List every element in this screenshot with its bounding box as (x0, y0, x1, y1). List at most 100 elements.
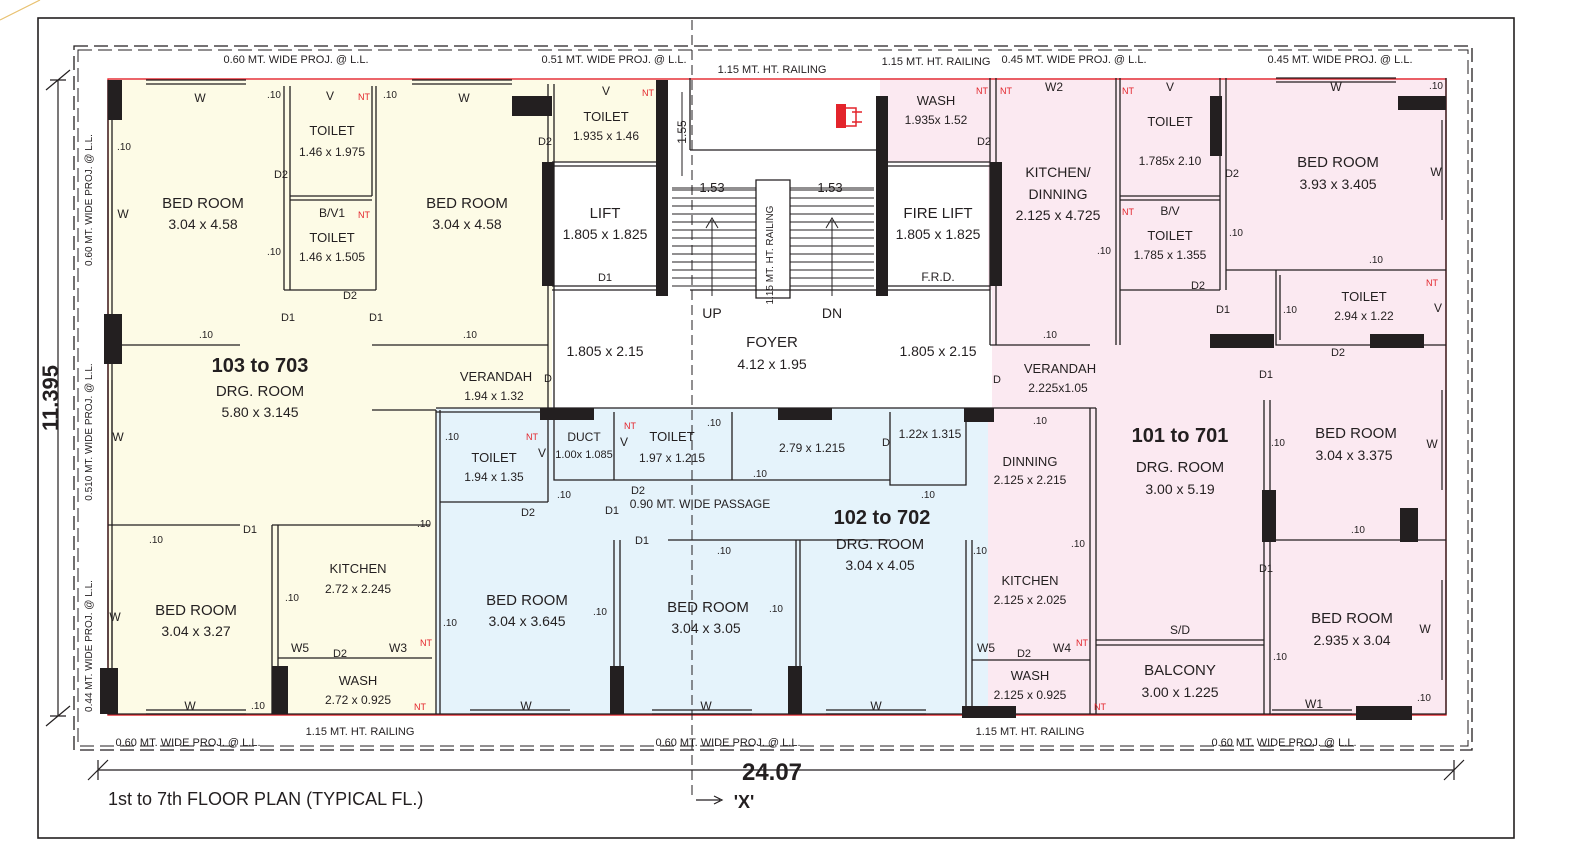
corner-accent (0, 0, 41, 21)
stair-width-1: 1.53 (699, 180, 724, 195)
vent-mark-2: V (602, 84, 610, 98)
flat101-verandah-name: VERANDAH (1024, 361, 1096, 376)
wall-mark-26: .10 (1429, 81, 1443, 92)
wall-mark-9: .10 (285, 593, 299, 604)
nt-mark-1: NT (358, 92, 370, 102)
door-mark-3: D2 (538, 136, 552, 148)
railing-bottom-right: 1.15 MT. HT. RAILING (976, 726, 1085, 738)
door-mark-14: D1 (243, 524, 257, 536)
duct-size: 1.00x 1.085 (555, 449, 613, 461)
stair-railing: 1.15 MT. HT. RAILING (765, 205, 776, 304)
wall-mark-24: .10 (1097, 246, 1111, 257)
nt-mark-7: NT (1122, 207, 1134, 217)
projection-outline-inner (77, 49, 1469, 747)
flat102-bed1-size: 3.04 x 3.645 (488, 613, 565, 629)
flat102-toilet2-size: 1.97 x 1.215 (639, 451, 705, 465)
flat102-dinning-size: 2.125 x 2.215 (994, 473, 1067, 487)
wall-mark-6: .10 (463, 330, 477, 341)
win-mark-1: W (194, 91, 206, 105)
flat103-bed2-name: BED ROOM (426, 195, 508, 212)
wall-mark-30: .10 (1351, 525, 1365, 536)
flat102-kitchen-name: KITCHEN (1001, 573, 1058, 588)
frd-label: F.R.D. (921, 270, 954, 284)
flat102-dinning-name: DINNING (1003, 454, 1058, 469)
flat103-kitchen-name: KITCHEN (329, 561, 386, 576)
door-mark-18: D1 (1216, 304, 1230, 316)
passage-label: 0.90 MT. WIDE PASSAGE (630, 497, 770, 511)
flat102-drg-size: 3.04 x 4.05 (845, 557, 914, 573)
wall-mark-13: .10 (443, 618, 457, 629)
flat103-verandah-name: VERANDAH (460, 369, 532, 384)
wall-mark-19: .10 (921, 490, 935, 501)
flat101-bed3-size: 2.935 x 3.04 (1313, 632, 1390, 648)
flat101-drg-name: DRG. ROOM (1136, 459, 1224, 476)
win-mark-w3: W3 (389, 641, 407, 655)
flat101-kitchen-size: 2.125 x 4.725 (1016, 207, 1101, 223)
flat102-wash-size: 2.125 x 0.925 (994, 688, 1067, 702)
nt-mark-10: NT (420, 638, 432, 648)
door-mark-22: D (882, 437, 890, 449)
door-mark-10: D2 (333, 648, 347, 660)
nt-mark-5: NT (1000, 86, 1012, 96)
lobby-right-size: 1.805 x 2.15 (899, 343, 976, 359)
flat103-bed3-size: 3.04 x 3.27 (161, 623, 230, 639)
win-mark-5: W (109, 610, 121, 624)
flat101-bed2-name: BED ROOM (1315, 425, 1397, 442)
flat102-bed2-name: BED ROOM (667, 599, 749, 616)
lift-size: 1.805 x 1.825 (563, 226, 648, 242)
proj-bottom-mid: 0.60 MT. WIDE PROJ. @ L.L. (655, 737, 800, 749)
wall-mark-25: .10 (1229, 228, 1243, 239)
flat103-drg-name: DRG. ROOM (216, 383, 304, 400)
columns (100, 80, 1446, 720)
flat103-wash-size: 2.72 x 0.925 (325, 693, 391, 707)
nt-mark-4: NT (976, 86, 988, 96)
fire-lift-size: 1.805 x 1.825 (896, 226, 981, 242)
flat103-bed1-name: BED ROOM (162, 195, 244, 212)
flat101-toilet3-name: TOILET (1341, 289, 1386, 304)
lift-name: LIFT (590, 205, 621, 222)
door-mark-13: D1 (369, 312, 383, 324)
wall-mark-8: .10 (417, 519, 431, 530)
core-toilet-area (552, 80, 656, 162)
proj-left-mid: 0.510 MT. WIDE PROJ. @ L.L. (84, 363, 95, 500)
win-mark-8: W (700, 699, 712, 713)
lobby-left-size: 1.805 x 2.15 (566, 343, 643, 359)
stair-height: 1.55 (675, 120, 689, 144)
nt-mark-12: NT (1426, 278, 1438, 288)
vent-mark-1: V (326, 89, 334, 103)
flat101-bv: B/V (1160, 204, 1179, 218)
flat-102-area (436, 408, 1096, 714)
flat102-bed1-name: BED ROOM (486, 592, 568, 609)
nt-mark-8: NT (526, 432, 538, 442)
flat101-sd: S/D (1170, 623, 1190, 637)
flat103-kitchen-size: 2.72 x 2.245 (325, 582, 391, 596)
door-mark-8: D2 (521, 507, 535, 519)
nt-mark-3: NT (642, 88, 654, 98)
fire-hydrant-icon (836, 104, 862, 128)
railing-top: 1.15 MT. HT. RAILING (718, 64, 827, 76)
staircase (672, 92, 874, 296)
vent-mark-4: V (538, 446, 546, 460)
flat101-kitchen-name2: DINNING (1028, 186, 1087, 202)
flat102-drg-name: DRG. ROOM (836, 536, 924, 553)
fire-lift-name: FIRE LIFT (903, 205, 972, 222)
dimension-lines (45, 69, 1465, 805)
flat101-bed3-name: BED ROOM (1311, 610, 1393, 627)
flat101-toilet3-size: 2.94 x 1.22 (1334, 309, 1394, 323)
flat103-bed3-name: BED ROOM (155, 602, 237, 619)
win-mark-6: W (184, 699, 196, 713)
flat101-bed1-size: 3.93 x 3.405 (1299, 176, 1376, 192)
wall-mark-3: .10 (117, 142, 131, 153)
railing-bottom-left: 1.15 MT. HT. RAILING (306, 726, 415, 738)
stair-width-2: 1.53 (817, 180, 842, 195)
wall-mark-28: .10 (1283, 305, 1297, 316)
win-mark-w4: W4 (1053, 641, 1071, 655)
flat101-toilet2-name: TOILET (1147, 228, 1192, 243)
wall-mark-2: .10 (383, 90, 397, 101)
wall-mark-31: .10 (1273, 652, 1287, 663)
win-mark-12: W (1426, 437, 1438, 451)
projection-outline (73, 45, 1473, 751)
flat103-toilet2-size: 1.46 x 1.505 (299, 250, 365, 264)
